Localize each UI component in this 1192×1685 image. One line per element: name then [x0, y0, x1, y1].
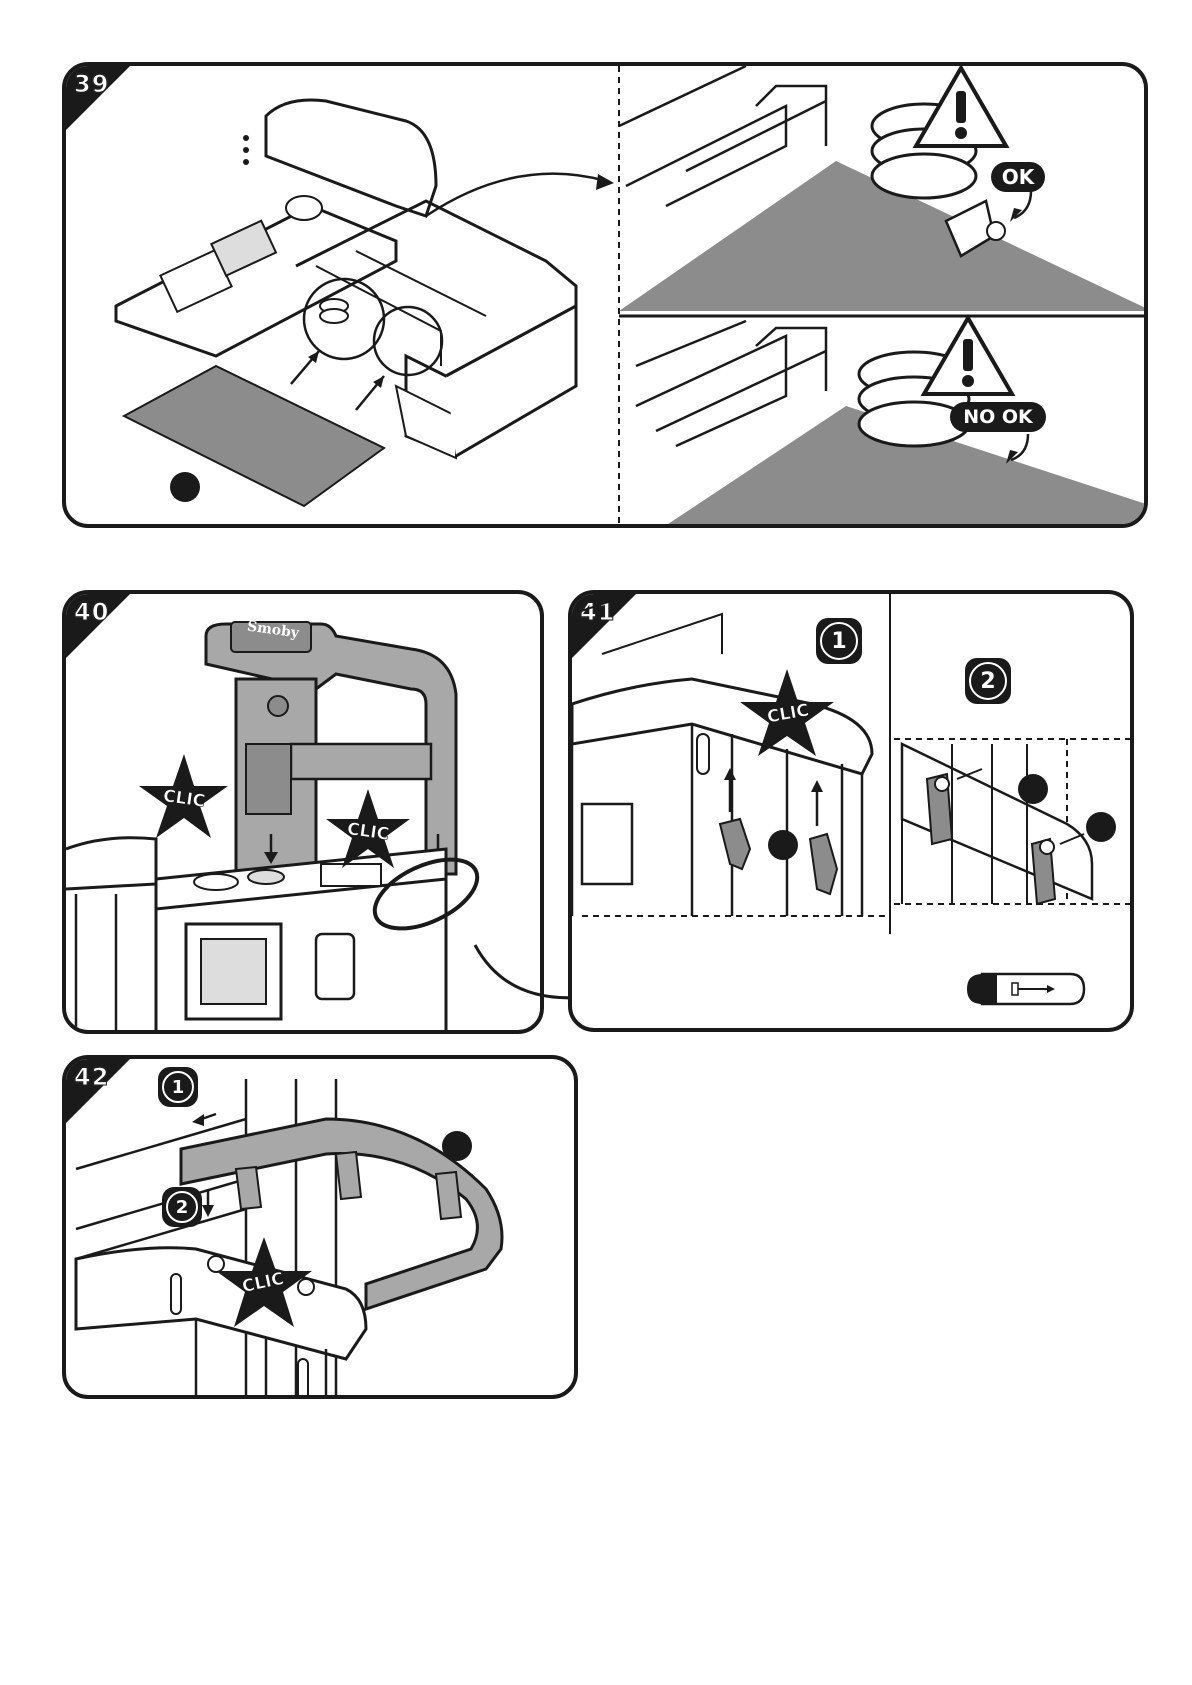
part-marker-dot — [1018, 774, 1048, 804]
part-marker-dot — [442, 1131, 472, 1161]
step-42-sub-2: 2 — [162, 1187, 202, 1227]
step-42-sub-1: 1 — [158, 1067, 198, 1107]
part-marker-dot — [1086, 812, 1116, 842]
step-41-panel: 41 — [568, 590, 1134, 1032]
step-41-sub-1: 1 — [816, 618, 862, 664]
part-marker-dot — [768, 830, 798, 860]
step-42-panel: 42 1 2 CLIC — [62, 1055, 578, 1399]
screw-icon — [967, 974, 1084, 1004]
step-41-sub-2: 2 — [965, 658, 1011, 704]
step-42-illustration — [66, 1059, 578, 1399]
